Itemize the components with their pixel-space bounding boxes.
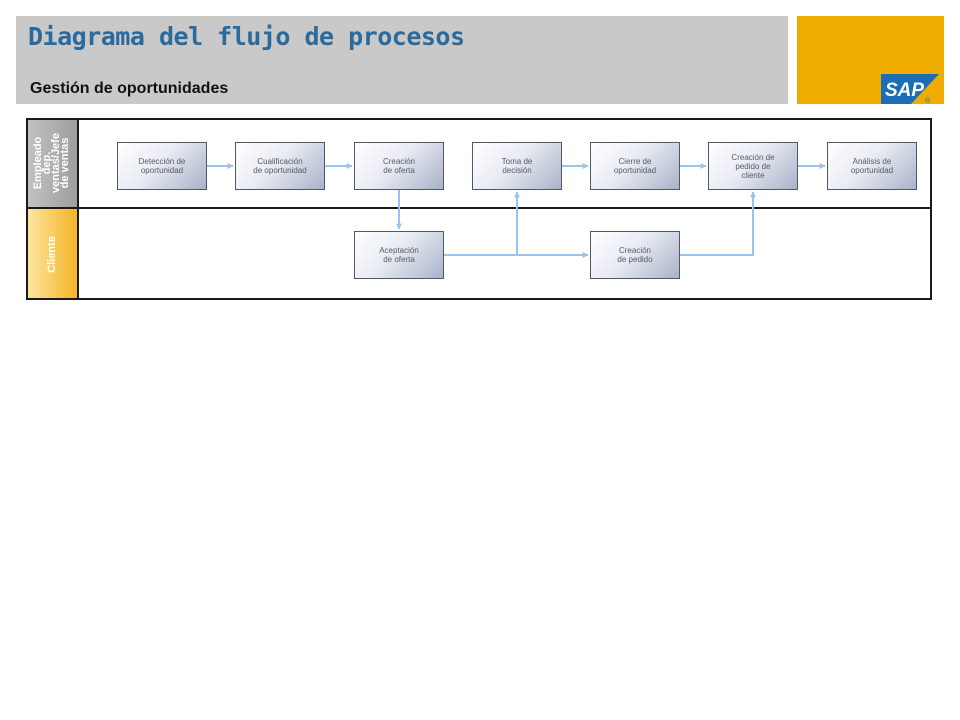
step-label: Creación de pedido — [617, 246, 653, 264]
process-step-create-order: Creación de pedido — [590, 231, 680, 279]
step-label: Detección de oportunidad — [138, 157, 186, 175]
header-bar: Diagrama del flujo de procesos Gestión d… — [16, 16, 788, 104]
brand-panel: SAP ® — [797, 16, 944, 104]
step-label: Cierre de oportunidad — [613, 157, 657, 175]
step-label: Toma de decisión — [501, 157, 533, 175]
lane-label-employee: Empleado dep. ventas/Jefe de ventas — [26, 118, 78, 208]
step-label: Análisis de oportunidad — [850, 157, 894, 175]
sap-logo-icon: SAP ® — [881, 74, 939, 104]
connector-layer — [26, 118, 932, 300]
process-step-decision: Toma de decisión — [472, 142, 562, 190]
registered-mark: ® — [925, 97, 931, 104]
process-step-create-customer-order: Creación de pedido de cliente — [708, 142, 798, 190]
step-label: Cualificación de oportunidad — [253, 157, 307, 175]
process-step-qualification: Cualificación de oportunidad — [235, 142, 325, 190]
step-label: Creación de oferta — [382, 157, 415, 175]
page-subtitle: Gestión de oportunidades — [30, 80, 229, 97]
process-step-detection: Detección de oportunidad — [117, 142, 207, 190]
process-diagram: Empleado dep. ventas/Jefe de ventas Clie… — [26, 118, 932, 300]
connector-acceptance-decision — [444, 191, 520, 256]
logo-text: SAP — [885, 80, 924, 101]
lane-label-client: Cliente — [26, 208, 78, 300]
step-label: Creación de pedido de cliente — [731, 152, 775, 180]
process-step-analysis: Análisis de oportunidad — [827, 142, 917, 190]
step-label: Aceptación de oferta — [379, 246, 419, 264]
page-title: Diagrama del flujo de procesos — [28, 22, 465, 51]
connector-order-customer-order — [680, 191, 756, 256]
process-step-accept-offer: Aceptación de oferta — [354, 231, 444, 279]
process-step-create-offer: Creación de oferta — [354, 142, 444, 190]
process-step-close: Cierre de oportunidad — [590, 142, 680, 190]
